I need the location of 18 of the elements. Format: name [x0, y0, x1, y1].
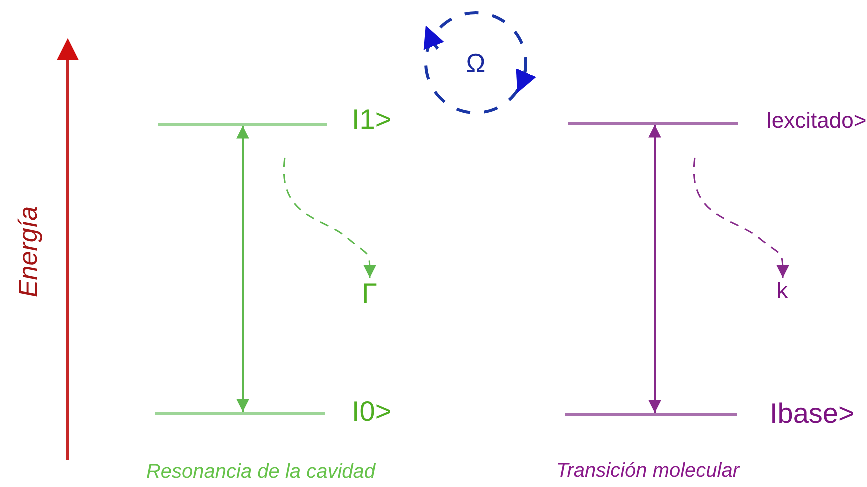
state-label: I0> [352, 398, 392, 426]
rate-symbol: k [777, 280, 788, 302]
state-label: Ibase> [770, 400, 855, 428]
axis-title: Energía [15, 206, 41, 298]
double-arrow [236, 126, 250, 412]
rate-symbol: Γ [362, 280, 378, 308]
dashed-arrow [693, 158, 790, 278]
energy-level-line [568, 122, 738, 125]
energy-level-line [155, 412, 325, 415]
system-caption: Resonancia de la cavidad [146, 462, 376, 482]
coupling-symbol: Ω [466, 50, 486, 76]
double-arrow [648, 125, 662, 413]
state-label: lexcitado> [767, 110, 867, 132]
system-caption: Transición molecular [556, 461, 740, 481]
dashed-arrow [283, 158, 376, 278]
energy-level-line [565, 413, 737, 416]
state-label: I1> [352, 106, 392, 134]
energy-level-line [158, 123, 327, 126]
